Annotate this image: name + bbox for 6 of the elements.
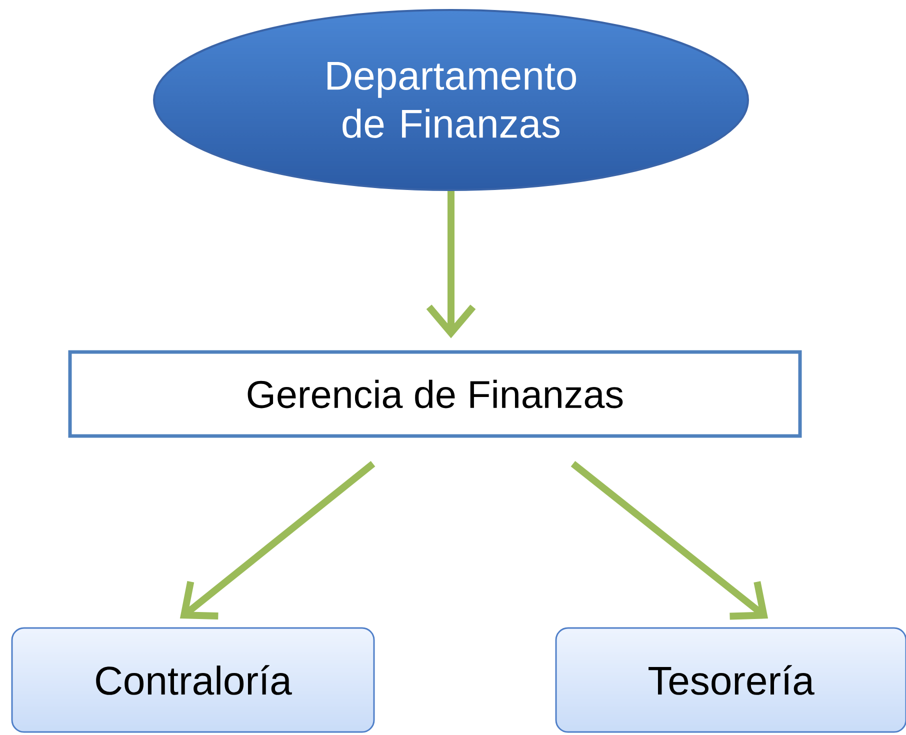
unit-box: Contraloría — [11, 627, 375, 733]
unit-box: Tesorería — [555, 627, 906, 733]
arrow — [180, 461, 376, 620]
manager-box: Gerencia de Finanzas — [68, 350, 802, 438]
arrow — [426, 191, 476, 338]
arrow — [570, 461, 768, 620]
